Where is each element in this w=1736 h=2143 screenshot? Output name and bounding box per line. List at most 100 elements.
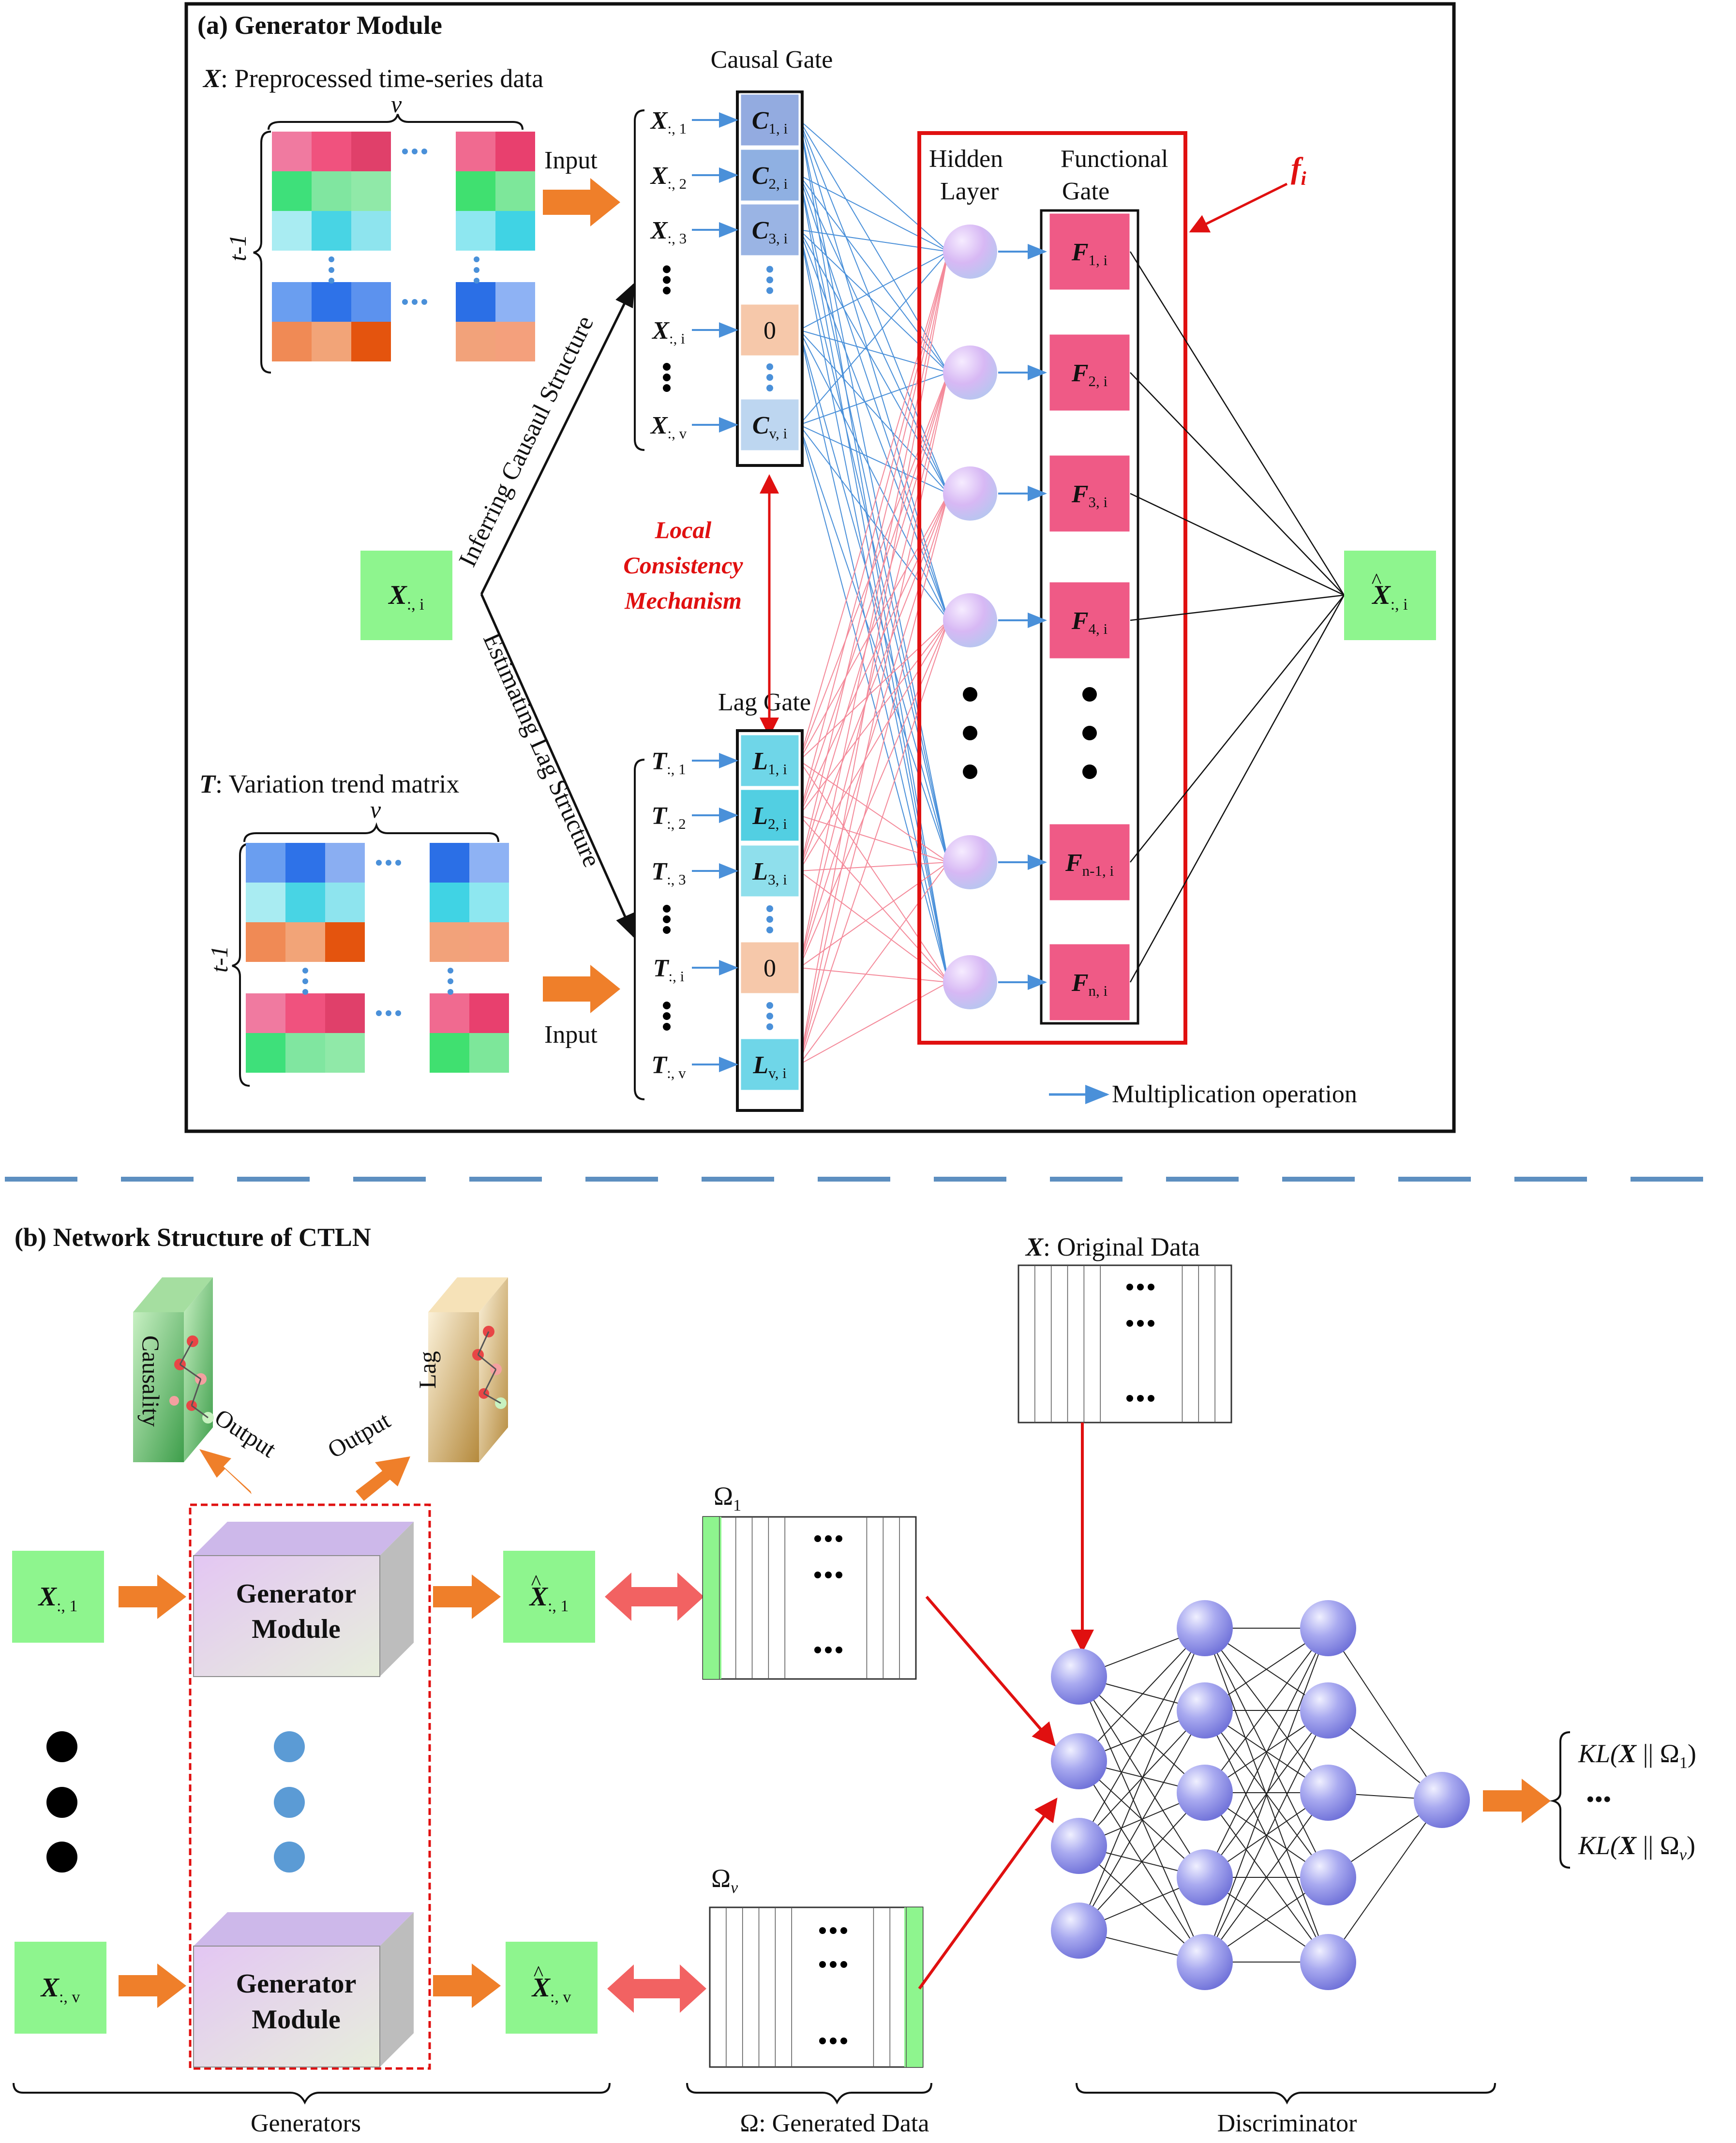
discriminator-neuron: [1177, 1765, 1233, 1821]
discriminator-neuron: [1300, 1765, 1356, 1821]
local-consistency-line3: Mechanism: [624, 587, 742, 614]
kl-brace: [1549, 1731, 1571, 1869]
heatmap-cell: [272, 171, 312, 211]
ellipsis-dot: [766, 1002, 773, 1009]
output-hat: ^: [1372, 569, 1382, 593]
heatmap-cell: [272, 211, 312, 251]
causal-connection: [799, 120, 949, 373]
heatmap-cell: [246, 993, 285, 1033]
functional-gate: F1, iF2, iF3, iF4, iFn-1, iFn, i: [998, 209, 1139, 1025]
output-box: [1344, 551, 1436, 640]
causal-connection: [799, 120, 949, 983]
discriminator-neuron: [1300, 1682, 1356, 1738]
double-arrow-bottom: [607, 1964, 706, 2013]
ellipsis-dot: [329, 278, 334, 284]
estimating-branch-line: [480, 593, 635, 939]
causal-connection: [799, 229, 949, 252]
ellipsis-dot: [830, 1927, 837, 1934]
lag-gate-title: Lag Gate: [718, 689, 811, 716]
ellipsis-dot: [825, 1647, 832, 1653]
hat-bottom-label: X:, v: [531, 1973, 571, 2006]
ellipsis-dot: [1082, 687, 1097, 702]
causal-gate-cell: [739, 148, 800, 202]
causal-connection: [799, 120, 949, 621]
ellipsis-dot: [386, 1010, 391, 1016]
causal-connection: [799, 330, 949, 863]
ellipsis-dot: [766, 374, 773, 381]
heatmap-cell: [285, 993, 325, 1033]
ellipsis-dot: [1137, 1284, 1144, 1290]
heatmap-cell: [456, 132, 495, 171]
ellipsis-dot: [836, 1572, 842, 1578]
ellipsis-dot: [474, 267, 479, 273]
heatmap-cell: [325, 1033, 365, 1073]
lag-connection: [799, 372, 949, 1065]
ellipsis-dot: [766, 385, 773, 391]
discriminator-neuron: [1051, 1648, 1107, 1705]
lag-gate-cell-label: L2, i: [752, 802, 787, 832]
heatmap-cell: [351, 211, 391, 251]
omega-1-label: Ω1: [714, 1482, 741, 1514]
discriminator-connection: [1078, 1628, 1205, 1931]
ellipsis-dot: [1082, 726, 1097, 740]
lag-connection: [799, 372, 949, 761]
heatmap-cell: [469, 883, 509, 922]
heatmap-cell: [351, 171, 391, 211]
functional-cell-label: F1, i: [1071, 239, 1108, 269]
discriminator-network: [1051, 1600, 1470, 1990]
lag-connection: [799, 620, 949, 968]
heatmap-cell: [469, 922, 509, 962]
discriminator-connection: [1204, 1792, 1329, 1963]
discriminator-connection: [1204, 1628, 1329, 1793]
lag-connection: [799, 982, 949, 1065]
heatmap-cell: [272, 322, 312, 361]
heatmap-cell: [469, 1033, 509, 1073]
ellipsis-dot: [474, 278, 479, 284]
ellipsis-dot: [1148, 1284, 1154, 1290]
heatmap-cell: [312, 211, 351, 251]
discriminator-neuron: [1051, 1733, 1107, 1789]
lag-connection: [799, 493, 949, 816]
input-arrow-top: [119, 1574, 186, 1619]
separator-dash: [1514, 1177, 1587, 1182]
generators-brace: [13, 2083, 611, 2105]
heatmap-cell: [246, 1033, 285, 1073]
heatmap-cell: [351, 132, 391, 171]
lag-connection: [799, 251, 949, 968]
lag-connection: [799, 760, 949, 863]
lag-connection: [799, 815, 949, 983]
original-data-matrix: [1018, 1264, 1232, 1424]
functional-output-connection: [1129, 595, 1345, 983]
generator-bottom-line1: Generator: [236, 1969, 357, 1999]
discriminator-neuron: [1177, 1934, 1233, 1990]
panel-a-frame: [184, 2, 1456, 1133]
data-matrix-frame: [1018, 1264, 1232, 1424]
ellipsis-dot: [663, 926, 671, 934]
ellipsis-dot: [376, 860, 382, 866]
discriminator-label: Discriminator: [1217, 2110, 1357, 2137]
ellipsis-dot: [766, 905, 773, 912]
lag-connection: [799, 620, 949, 1065]
functional-cell-label: Fn-1, i: [1065, 849, 1114, 879]
x-input-label: X:, v: [650, 412, 687, 442]
t-input-arrow: [543, 965, 620, 1013]
discriminator-neuron: [1051, 1818, 1107, 1874]
input-bottom-label: X:, v: [40, 1973, 80, 2006]
heatmap-cell: [495, 322, 535, 361]
functional-to-output-connections: [1129, 251, 1345, 983]
causal-connection: [799, 424, 949, 863]
output-label-causality: Output: [210, 1403, 281, 1463]
separator-dash: [1282, 1177, 1355, 1182]
causal-gate-cell-label: Cv, i: [752, 412, 788, 442]
ellipsis-dot: [663, 1002, 671, 1009]
ellipsis-dot: [421, 299, 427, 305]
lag-connection: [799, 251, 949, 1065]
functional-output-connection: [1130, 372, 1345, 596]
x-v-brace: [268, 114, 524, 130]
ellipsis-dot: [819, 1927, 826, 1934]
x-input-label: X:, 3: [650, 217, 687, 247]
ellipsis-dot: [1137, 1320, 1144, 1327]
omega-1-matrix: [702, 1516, 917, 1680]
